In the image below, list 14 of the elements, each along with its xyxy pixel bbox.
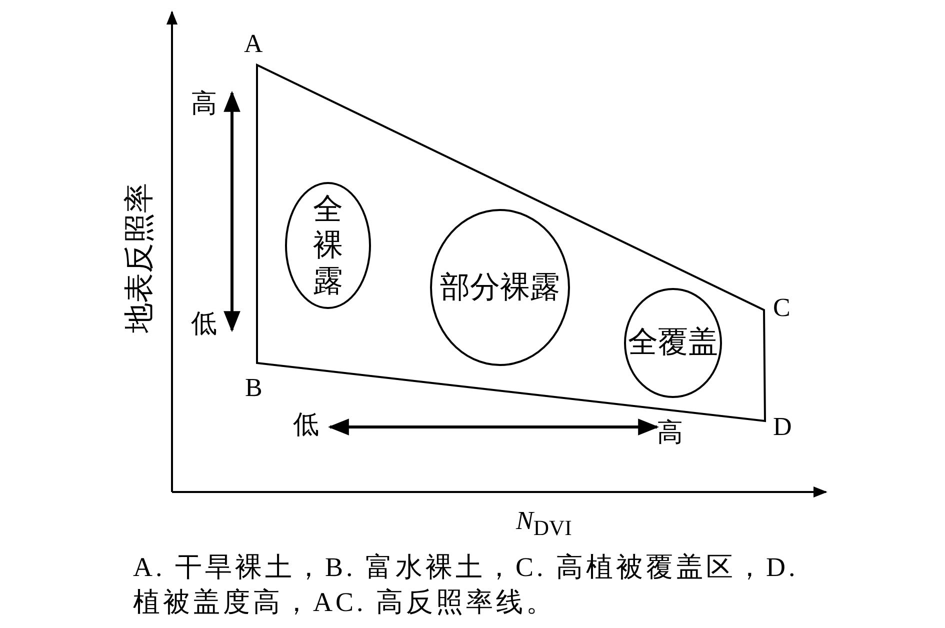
corner-label: D <box>773 412 792 442</box>
ellipse-region: 全裸露 <box>285 182 371 309</box>
corner-label: B <box>245 373 262 403</box>
scale-label: 高 <box>191 89 217 119</box>
corner-label: A <box>244 29 263 59</box>
ellipse-region: 部分裸露 <box>430 209 570 366</box>
scale-label: 低 <box>191 309 217 339</box>
axis-title: N$_{DVI}$ <box>516 506 572 542</box>
axis-title: 地表反照率 <box>125 183 155 333</box>
ellipse-region: 全覆盖 <box>624 288 722 398</box>
caption: A. 干旱裸土，B. 富水裸土，C. 高植被覆盖区，D. 植被盖度高，AC. 高反照率线。 <box>133 551 800 619</box>
corner-label: C <box>773 293 790 323</box>
scale-label: 低 <box>293 410 319 440</box>
scale-label: 高 <box>657 418 683 448</box>
